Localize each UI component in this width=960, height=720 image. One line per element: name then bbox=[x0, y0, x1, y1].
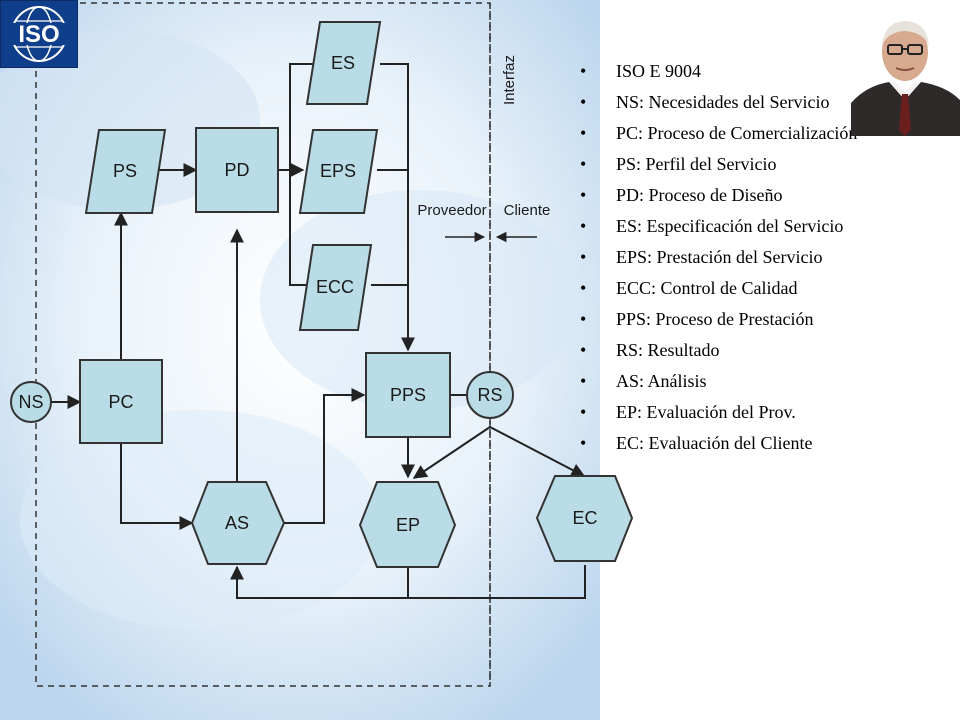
pps-label: PPS bbox=[390, 385, 426, 405]
legend-item: PC: Proceso de Comercialización bbox=[578, 118, 958, 149]
pd-label: PD bbox=[224, 160, 249, 180]
portrait-photo bbox=[851, 8, 960, 136]
ep-label: EP bbox=[396, 515, 420, 535]
node-labels: NS PC PS PD ES EPS ECC PPS RS AS EP EC bbox=[18, 53, 597, 535]
iso-logo: ISO bbox=[0, 0, 78, 68]
legend-item: EP: Evaluación del Prov. bbox=[578, 397, 958, 428]
ns-node bbox=[10, 381, 52, 423]
es-label: ES bbox=[331, 53, 355, 73]
eps-node bbox=[298, 129, 379, 214]
portrait-image bbox=[851, 8, 960, 136]
pd-node bbox=[195, 127, 279, 213]
ecc-label: ECC bbox=[316, 277, 354, 297]
as-label: AS bbox=[225, 513, 249, 533]
connector-rs-ep bbox=[412, 426, 491, 479]
ps-label: PS bbox=[113, 161, 137, 181]
rs-node bbox=[466, 371, 514, 419]
ecc-node bbox=[298, 244, 373, 331]
legend-item: PPS: Proceso de Prestación bbox=[578, 304, 958, 335]
interface-label: Interfaz bbox=[501, 55, 518, 105]
connector-rs-ec bbox=[489, 426, 586, 477]
ep-node bbox=[358, 481, 457, 568]
ec-node bbox=[535, 475, 634, 562]
legend-list: ISO E 9004 NS: Necesidades del Servicio … bbox=[578, 56, 958, 459]
legend-item: PS: Perfil del Servicio bbox=[578, 149, 958, 180]
as-node bbox=[190, 481, 286, 565]
connector-pc-as bbox=[120, 443, 194, 530]
ec-label: EC bbox=[572, 508, 597, 528]
legend-item: ISO E 9004 bbox=[578, 56, 958, 87]
globe-icon: ISO bbox=[7, 6, 71, 62]
connectors bbox=[51, 63, 586, 599]
connector-pd-ecc bbox=[289, 170, 313, 286]
connector-es-pps bbox=[380, 63, 415, 352]
legend-item: EPS: Prestación del Servicio bbox=[578, 242, 958, 273]
eps-label: EPS bbox=[320, 161, 356, 181]
connector-ec-as bbox=[230, 565, 586, 599]
legend-item: EC: Evaluación del Cliente bbox=[578, 428, 958, 459]
ps-node bbox=[84, 129, 167, 214]
pc-label: PC bbox=[108, 392, 133, 412]
iso-logo-text: ISO bbox=[18, 21, 59, 48]
nodes bbox=[10, 21, 634, 568]
client-label: Cliente bbox=[504, 202, 551, 219]
rs-label: RS bbox=[477, 385, 502, 405]
connector-as-pps bbox=[284, 388, 366, 524]
legend-item: RS: Resultado bbox=[578, 335, 958, 366]
legend-item: NS: Necesidades del Servicio bbox=[578, 87, 958, 118]
legend-item: PD: Proceso de Diseño bbox=[578, 180, 958, 211]
legend-item: ES: Especificación del Servicio bbox=[578, 211, 958, 242]
ns-label: NS bbox=[18, 392, 43, 412]
legend-item: AS: Análisis bbox=[578, 366, 958, 397]
provider-label: Proveedor bbox=[417, 202, 486, 219]
pc-node bbox=[79, 359, 163, 444]
legend-item: ECC: Control de Calidad bbox=[578, 273, 958, 304]
connector-pd-es bbox=[289, 63, 313, 170]
pps-node bbox=[365, 352, 451, 438]
es-node bbox=[305, 21, 382, 105]
